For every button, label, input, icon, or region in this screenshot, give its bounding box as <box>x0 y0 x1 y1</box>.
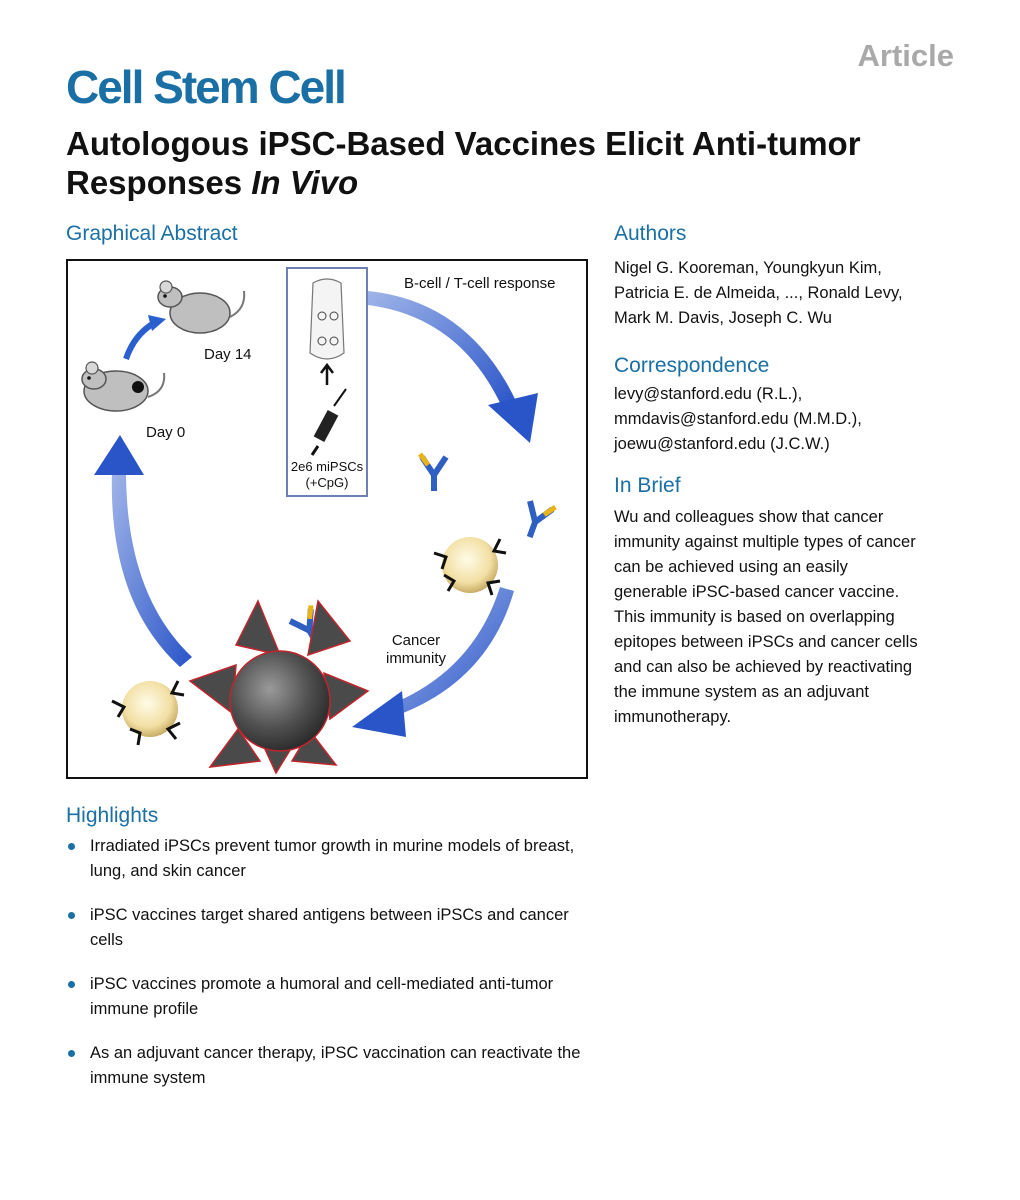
correspondence-email[interactable]: levy@stanford.edu (R.L.), <box>614 385 803 403</box>
highlights-list: Irradiated iPSCs prevent tumor growth in… <box>66 834 606 1110</box>
in-brief-line: epitopes between iPSCs and cancer cells <box>614 633 918 651</box>
antibody-icon <box>526 500 557 539</box>
correspondence-email[interactable]: joewu@stanford.edu (J.C.W.) <box>614 435 830 453</box>
mouse-day0-icon <box>81 361 166 412</box>
label-mipsc-line2: (+CpG) <box>306 475 349 490</box>
graphical-abstract-heading: Graphical Abstract <box>66 222 238 245</box>
in-brief-line: and can also be achieved by reactivating <box>614 658 913 676</box>
arrow-cancer-immunity-icon <box>352 587 514 737</box>
label-bt-response: B-cell / T-cell response <box>404 275 555 292</box>
in-brief-line: This immunity is based on overlapping <box>614 608 895 626</box>
injection-panel: 2e6 miPSCs (+CpG) <box>286 267 368 497</box>
authors-line: Nigel G. Kooreman, Youngkyun Kim, <box>614 259 882 277</box>
label-cancer-line1: Cancer <box>392 632 440 649</box>
graphical-abstract-figure: Day 14 Day 0 2e6 miPSCs (+CpG) B-cell / … <box>66 259 588 779</box>
highlights-heading: Highlights <box>66 804 159 827</box>
correspondence-text: levy@stanford.edu (R.L.), mmdavis@stanfo… <box>614 382 862 457</box>
syringe-icon <box>310 388 347 456</box>
authors-line: Patricia E. de Almeida, ..., Ronald Levy… <box>614 284 903 302</box>
title-line-2: Responses <box>66 164 252 201</box>
authors-heading: Authors <box>614 222 687 245</box>
label-day14: Day 14 <box>204 346 252 363</box>
arrow-return-icon <box>94 435 192 667</box>
in-brief-line: immunity against multiple types of cance… <box>614 533 916 551</box>
label-mipsc-line1: 2e6 miPSCs <box>291 459 364 474</box>
t-cell-icon <box>111 680 185 746</box>
in-brief-line: can be achieved using an easily <box>614 558 848 576</box>
in-brief-heading: In Brief <box>614 474 681 497</box>
in-brief-line: generable iPSC-based cancer vaccine. <box>614 583 900 601</box>
article-title: Autologous iPSC-Based Vaccines Elicit An… <box>66 124 966 202</box>
correspondence-email[interactable]: mmdavis@stanford.edu (M.M.D.), <box>614 410 862 428</box>
title-italic: In Vivo <box>251 164 359 201</box>
in-brief-text: Wu and colleagues show that cancer immun… <box>614 505 918 730</box>
highlight-item: Irradiated iPSCs prevent tumor growth in… <box>66 834 606 884</box>
highlight-item: iPSC vaccines target shared antigens bet… <box>66 903 606 953</box>
highlight-item: iPSC vaccines promote a humoral and cell… <box>66 972 606 1022</box>
t-cell-icon <box>433 537 507 596</box>
in-brief-line: Wu and colleagues show that cancer <box>614 508 884 526</box>
highlight-item: As an adjuvant cancer therapy, iPSC vacc… <box>66 1041 606 1091</box>
arrow-day0-to-day14-icon <box>123 315 166 361</box>
mouse-day14-icon <box>157 280 246 334</box>
authors-text: Nigel G. Kooreman, Youngkyun Kim, Patric… <box>614 256 903 331</box>
article-type-label: Article <box>857 38 954 73</box>
in-brief-line: the immune system as an adjuvant <box>614 683 869 701</box>
label-cancer-line2: immunity <box>386 650 447 667</box>
tumor-cell-icon <box>188 599 370 775</box>
antibody-icon <box>417 452 449 491</box>
correspondence-heading: Correspondence <box>614 354 770 377</box>
in-brief-line: immunotherapy. <box>614 708 732 726</box>
journal-logo: Cell Stem Cell <box>66 61 347 113</box>
authors-line: Mark M. Davis, Joseph C. Wu <box>614 309 832 327</box>
label-day0: Day 0 <box>146 424 185 441</box>
title-line-1: Autologous iPSC-Based Vaccines Elicit An… <box>66 125 861 162</box>
arrow-bt-response-icon <box>368 291 538 443</box>
